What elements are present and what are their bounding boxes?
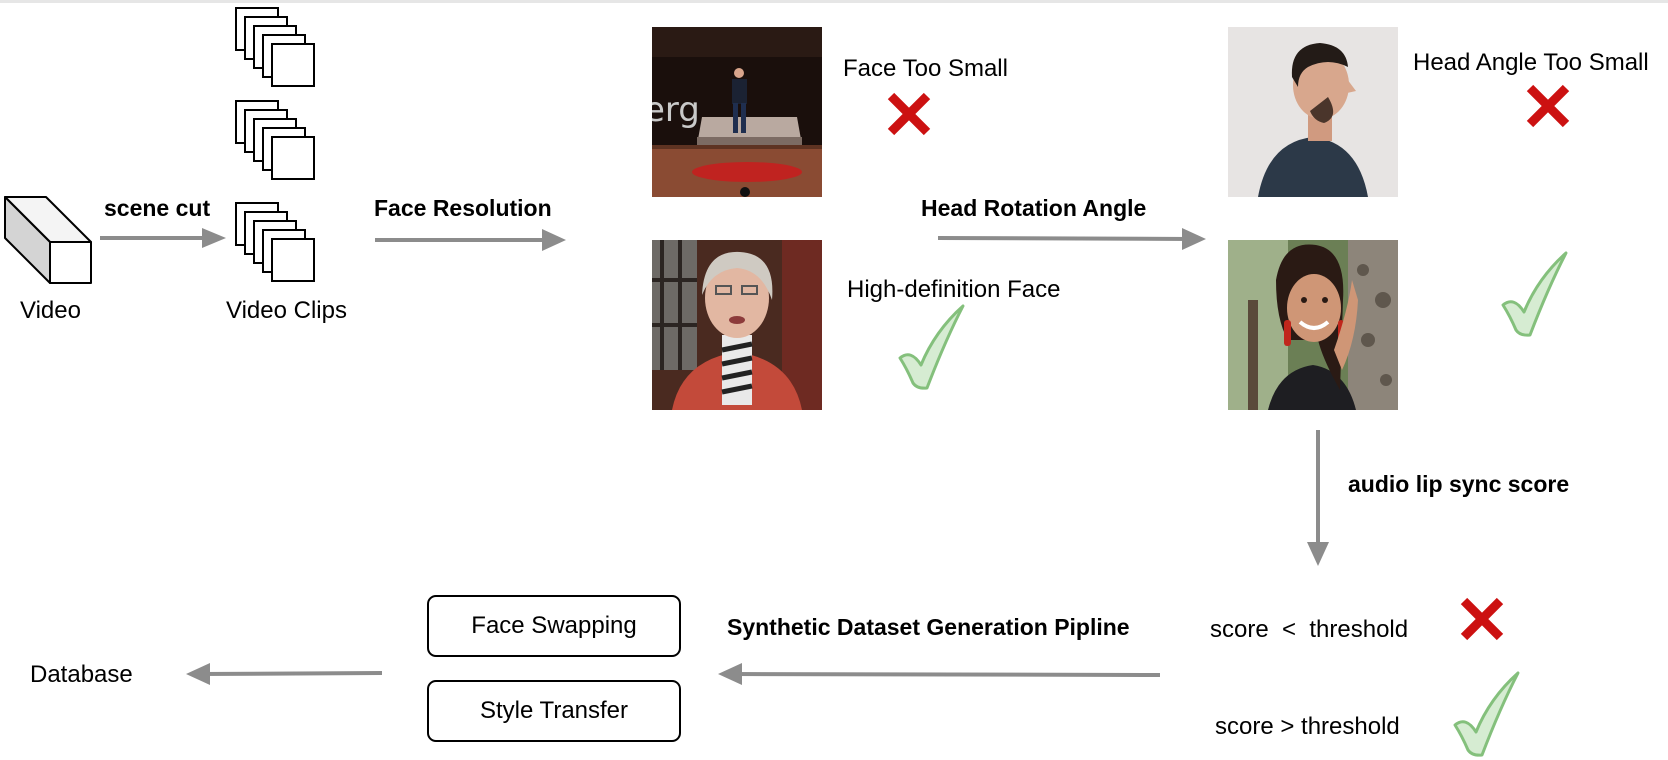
face-too-small-label: Face Too Small xyxy=(843,55,1008,82)
arrow-face-resolution xyxy=(375,229,566,251)
arrow-synthetic-pipeline xyxy=(718,663,1161,685)
clip-stack-icon xyxy=(235,100,315,180)
accept-check-icon xyxy=(898,304,965,390)
score-below-threshold-label: score < threshold xyxy=(1210,616,1409,643)
face-swapping-label: Face Swapping xyxy=(471,612,637,639)
reject-x-icon xyxy=(1460,597,1504,641)
scene-cut-label: scene cut xyxy=(104,195,211,221)
accept-check-icon xyxy=(1501,251,1568,337)
style-transfer-label: Style Transfer xyxy=(479,697,629,724)
profile-face-photo xyxy=(1228,27,1398,197)
reject-x-icon xyxy=(887,92,931,136)
video-cube-icon xyxy=(4,196,92,284)
head-rotation-angle-label: Head Rotation Angle xyxy=(921,195,1147,221)
head-angle-too-small-label: Head Angle Too Small xyxy=(1413,49,1649,76)
clip-stack-icon xyxy=(235,7,315,87)
frontal-face-photo xyxy=(1228,240,1398,410)
score-above-threshold-label: score > threshold xyxy=(1215,713,1400,740)
top-border xyxy=(0,0,1668,3)
stage-speaker-photo: erg xyxy=(652,27,822,197)
hd-face-photo xyxy=(652,240,822,410)
stage-sign-text: erg xyxy=(652,90,700,130)
database-label: Database xyxy=(30,661,133,688)
accept-check-icon xyxy=(1453,671,1520,757)
face-resolution-label: Face Resolution xyxy=(374,195,552,221)
video-label: Video xyxy=(20,297,81,324)
arrow-audio-lip-sync xyxy=(1307,430,1329,566)
reject-x-icon xyxy=(1526,84,1570,128)
audio-lip-sync-score-label: audio lip sync score xyxy=(1348,471,1570,497)
arrow-to-database xyxy=(186,663,383,685)
arrow-scene-cut xyxy=(100,228,226,248)
synthetic-pipeline-label: Synthetic Dataset Generation Pipline xyxy=(727,614,1130,640)
high-definition-face-label: High-definition Face xyxy=(847,276,1061,303)
face-swapping-box: Face Swapping xyxy=(427,595,681,657)
video-clips-label: Video Clips xyxy=(226,297,347,324)
arrow-head-rotation xyxy=(937,228,1206,250)
clip-stack-icon xyxy=(235,202,315,282)
style-transfer-box: Style Transfer xyxy=(427,680,681,742)
